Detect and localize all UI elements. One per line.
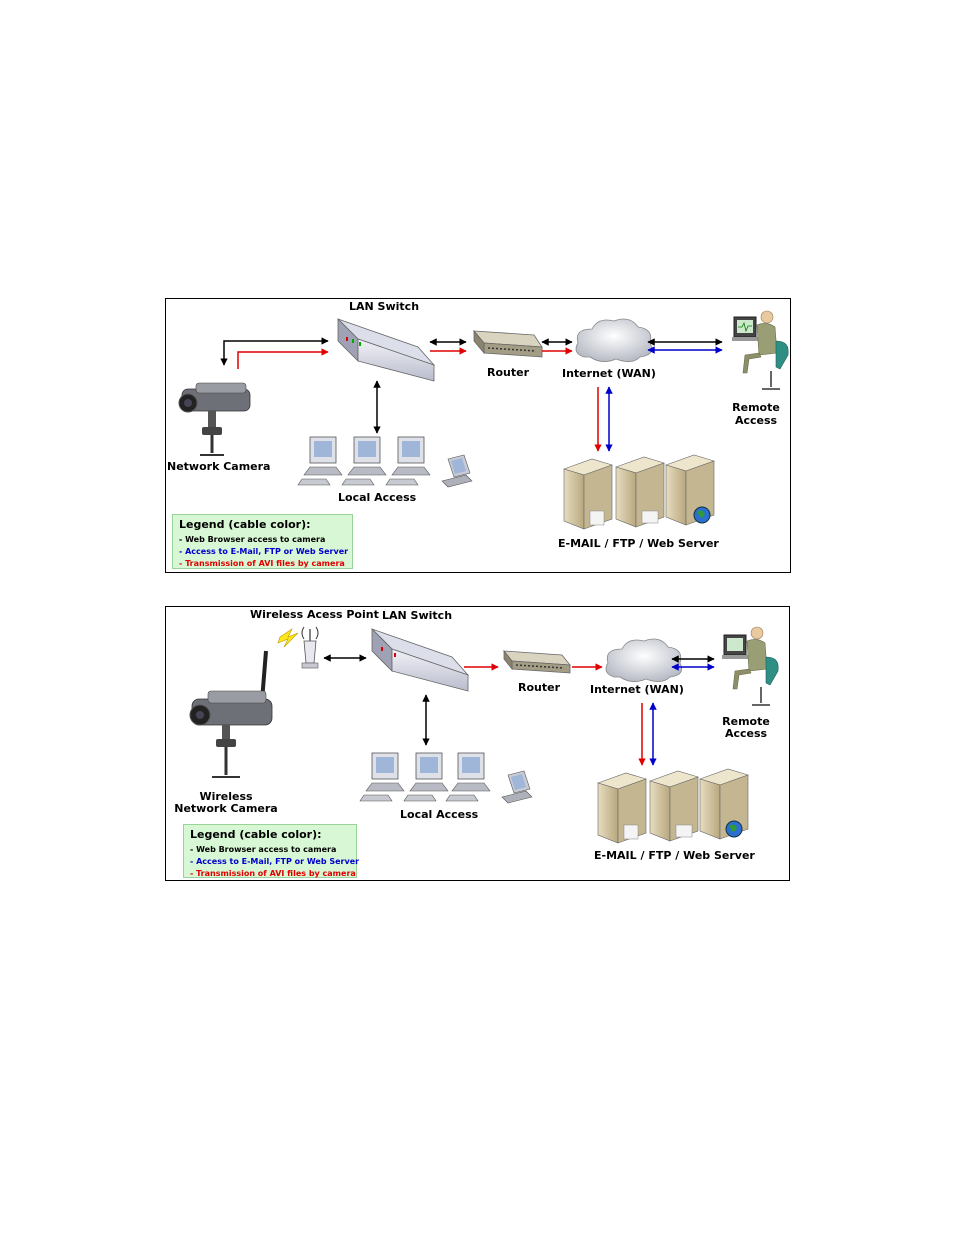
connection-camera-switch-red (237, 348, 329, 369)
connection-internet-remote (671, 655, 715, 671)
label-remote-1: Remote (722, 715, 770, 728)
router-icon (503, 649, 571, 674)
label-network-camera: Network Camera (167, 460, 270, 473)
legend-item-email-ftp: - Access to E-Mail, FTP or Web Server (190, 857, 360, 866)
legend-item-web-browser: - Web Browser access to camera (190, 845, 337, 854)
internet-cloud-icon (605, 638, 683, 682)
remote-access-user-icon (722, 626, 779, 706)
servers-icon (597, 768, 749, 844)
internet-cloud-icon (575, 318, 653, 362)
legend: Legend (cable color): - Web Browser acce… (172, 514, 353, 569)
diagram-wired-canvas: LAN Switch Router Internet (WAN) Remote … (167, 300, 789, 550)
legend-title: Legend (cable color): (190, 828, 322, 841)
connection-internet-servers (638, 702, 657, 766)
label-router: Router (518, 681, 561, 694)
servers-icon (563, 454, 715, 530)
label-remote-1: Remote (732, 401, 780, 414)
label-servers: E-MAIL / FTP / Web Server (558, 537, 719, 550)
connection-router-internet (541, 338, 573, 355)
label-remote-2: Access (725, 727, 768, 740)
router-icon (473, 329, 543, 358)
legend-item-avi: - Transmission of AVI files by camera (190, 869, 356, 878)
label-local-access: Local Access (338, 491, 417, 504)
label-lan-switch: LAN Switch (349, 300, 419, 313)
connection-switch-camera-black (220, 337, 329, 366)
connection-internet-servers (594, 386, 613, 452)
label-internet: Internet (WAN) (562, 367, 656, 380)
local-access-pcs-icon (297, 436, 473, 488)
label-internet: Internet (WAN) (590, 683, 684, 696)
label-camera-2: Network Camera (174, 802, 277, 815)
legend: Legend (cable color): - Web Browser acce… (183, 824, 360, 878)
label-wireless-ap: Wireless Acess Point (250, 608, 379, 621)
diagram-wired-camera: LAN Switch Router Internet (WAN) Remote … (165, 298, 791, 573)
label-lan-switch: LAN Switch (382, 609, 452, 622)
local-access-pcs-icon (359, 752, 533, 804)
connection-switch-router (429, 338, 467, 355)
wireless-access-point-icon (277, 626, 319, 669)
label-local-access: Local Access (400, 808, 479, 821)
label-remote-2: Access (735, 414, 778, 427)
legend-item-avi: - Transmission of AVI files by camera (179, 559, 345, 568)
label-router: Router (487, 366, 530, 379)
wireless-network-camera-icon (189, 650, 273, 778)
diagram-wireless-camera: Wireless Acess Point LAN Switch Router I… (165, 606, 790, 881)
lan-switch-icon (337, 318, 436, 382)
remote-access-user-icon (732, 310, 789, 390)
diagram-wireless-canvas: Wireless Acess Point LAN Switch Router I… (174, 608, 779, 862)
connection-internet-remote (647, 338, 723, 354)
legend-title: Legend (cable color): (179, 518, 311, 531)
legend-item-email-ftp: - Access to E-Mail, FTP or Web Server (179, 547, 349, 556)
legend-item-web-browser: - Web Browser access to camera (179, 535, 326, 544)
label-servers: E-MAIL / FTP / Web Server (594, 849, 755, 862)
lan-switch-icon (371, 628, 470, 692)
label-camera-1: Wireless (199, 790, 253, 803)
network-camera-icon (178, 382, 251, 456)
